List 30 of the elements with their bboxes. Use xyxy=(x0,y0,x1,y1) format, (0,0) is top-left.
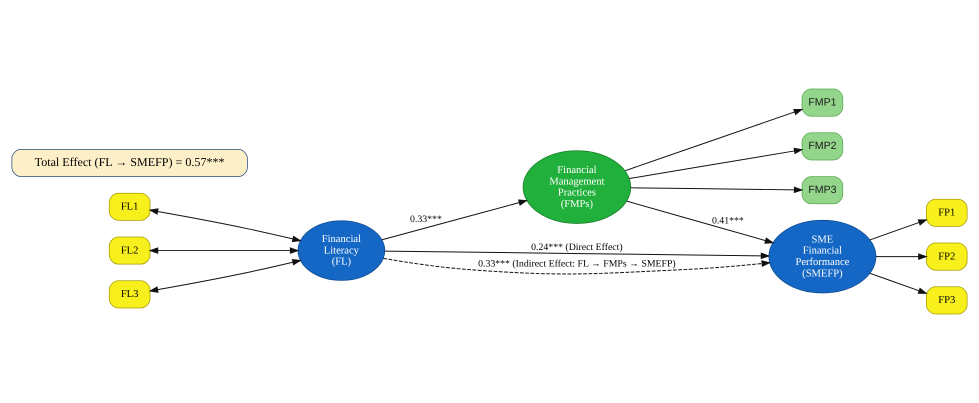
arrow xyxy=(148,247,300,254)
node-box: FL1 xyxy=(108,192,150,221)
arrow xyxy=(869,272,928,294)
node-ellipse: Financial Management Practices (FMPs) xyxy=(522,150,632,224)
node-ellipse: Financial Literacy (FL) xyxy=(298,220,386,281)
arrow xyxy=(384,250,770,260)
edge-label: 0.33*** (Indirect Effect: FL → FMPs → SMEFP) xyxy=(478,258,676,270)
arrow xyxy=(869,219,928,240)
node-box: FP2 xyxy=(926,242,968,271)
node-box: Total Effect (FL → SMEFP) = 0.57*** xyxy=(11,149,248,177)
arrow xyxy=(630,186,804,194)
node-box: FL2 xyxy=(108,236,150,265)
arrow xyxy=(628,148,804,179)
arrow xyxy=(382,258,771,274)
arrow xyxy=(148,208,302,242)
edge-label: 0.33*** xyxy=(410,214,442,226)
arrow xyxy=(148,259,302,293)
arrow xyxy=(382,199,528,240)
edge-label: 0.41*** xyxy=(712,216,744,227)
node-box: FL3 xyxy=(108,280,150,308)
node-box: FMP3 xyxy=(802,176,844,204)
arrow xyxy=(624,108,804,172)
node-box: FP1 xyxy=(926,198,968,227)
node-box: FP3 xyxy=(926,286,968,314)
node-ellipse: SME Financial Performance (SMEFP) xyxy=(768,220,876,294)
edge-label: 0.24*** (Direct Effect) xyxy=(531,242,623,254)
node-box: FMP2 xyxy=(802,132,844,160)
arrow xyxy=(875,253,928,260)
arrow xyxy=(626,200,774,244)
node-box: FMP1 xyxy=(802,88,844,117)
